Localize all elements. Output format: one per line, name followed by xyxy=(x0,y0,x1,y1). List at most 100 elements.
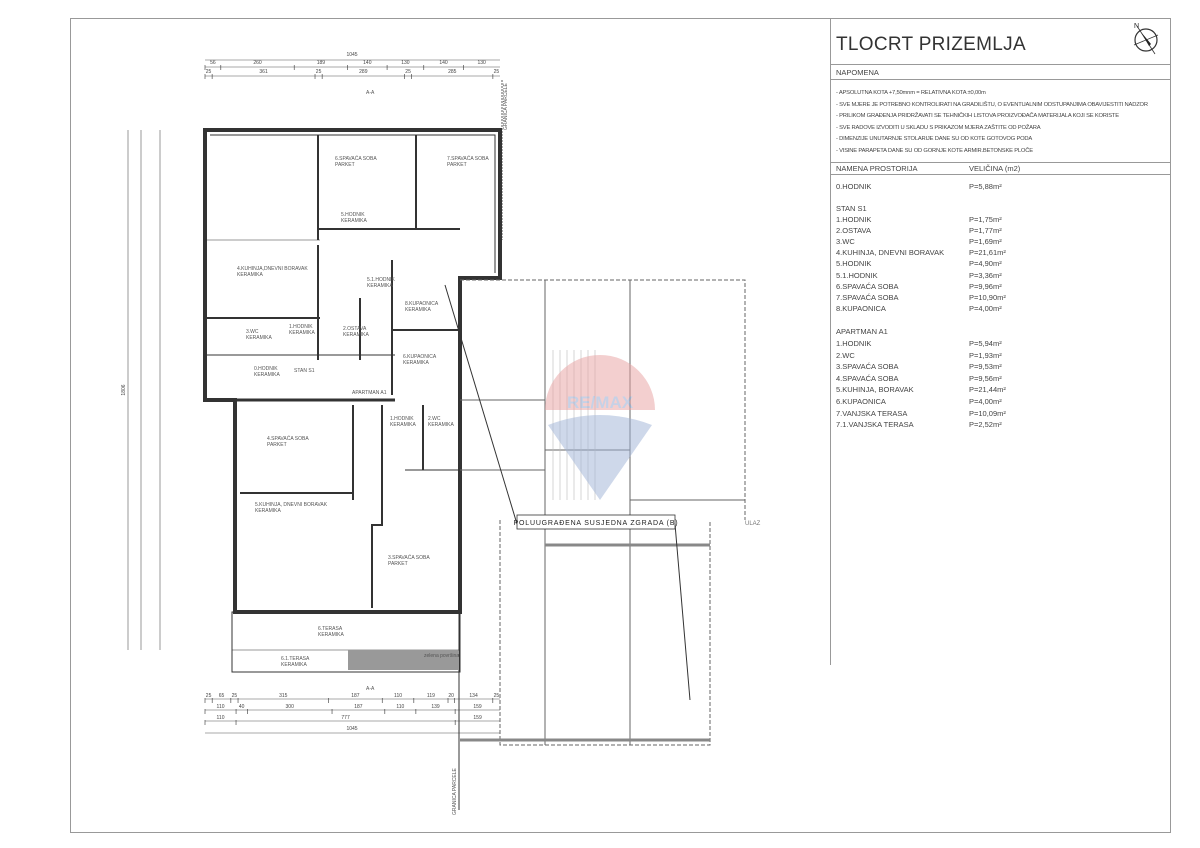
dimension-value: 361 xyxy=(259,69,268,75)
room-label: 6.SPAVAĆA SOBA xyxy=(335,155,377,162)
green-area-label: zelena površina xyxy=(424,653,459,659)
room-floor-material: KERAMIKA xyxy=(254,372,281,378)
room-row-name: 7.SPAVAĆA SOBA xyxy=(836,292,899,302)
room-row-name: 6.SPAVAĆA SOBA xyxy=(836,281,899,291)
col-size-header: VELIČINA (m2) xyxy=(969,164,1021,173)
room-row-area: P=1,69m² xyxy=(969,237,1002,247)
room-floor-material: KERAMIKA xyxy=(289,330,316,336)
room-label: 0.HODNIK xyxy=(254,366,278,372)
dimension-value: 25 xyxy=(316,69,322,75)
room-floor-material: PARKET xyxy=(388,561,408,567)
room-floor-material: KERAMIKA xyxy=(390,422,417,428)
sheet-frame xyxy=(70,18,1171,833)
boundary-label-bottom: GRANICA PARCELE xyxy=(452,767,458,815)
divider xyxy=(831,64,1170,65)
dimension-value: 65 xyxy=(219,693,225,699)
room-floor-material: KERAMIKA xyxy=(405,307,432,313)
dimension-value: 140 xyxy=(439,60,448,66)
dim-bottom-total: 1045 xyxy=(346,726,357,732)
dimension-value: 40 xyxy=(239,704,245,710)
notes-header: NAPOMENA xyxy=(836,68,879,77)
dimension-value: 134 xyxy=(469,693,478,699)
room-label: 6.TERASA xyxy=(318,626,343,632)
dimension-value: 25 xyxy=(494,693,500,699)
col-room-header: NAMENA PROSTORIJA xyxy=(836,164,918,173)
dimension-value: 139 xyxy=(431,704,440,710)
section-marker-bottom: A-A xyxy=(366,686,375,692)
room-row-name: 4.SPAVAĆA SOBA xyxy=(836,373,899,383)
north-label: N xyxy=(1134,23,1139,30)
dimension-value: 260 xyxy=(253,60,262,66)
dimension-value: 777 xyxy=(341,715,350,721)
apartman-a1-label: APARTMAN A1 xyxy=(352,390,387,396)
boundary-label-top: GRANICA PARCELE xyxy=(503,82,509,130)
room-row-name: 4.KUHINJA, DNEVNI BORAVAK xyxy=(836,248,945,258)
dimension-lines-bottom xyxy=(205,698,500,734)
room-row-area: P=9,56m² xyxy=(969,373,1002,383)
room-floor-material: PARKET xyxy=(447,162,467,168)
dimension-value: 289 xyxy=(359,69,368,75)
room-row-name: 5.HODNIK xyxy=(836,259,872,269)
dimension-value: 56 xyxy=(210,60,216,66)
room-floor-material: KERAMIKA xyxy=(255,508,282,514)
neighbor-building-box xyxy=(516,514,676,530)
note-line: - DIMENZIJE UNUTARNJE STOLARIJE DANE SU … xyxy=(836,136,1033,143)
dimension-lines-top xyxy=(205,59,500,77)
room-row-area: P=21,61m² xyxy=(969,248,1006,258)
note-line: - SVE MJERE JE POTREBNO KONTROLIRATI NA … xyxy=(836,101,1148,108)
room-row-name: 1.HODNIK xyxy=(836,215,872,224)
room-floor-material: PARKET xyxy=(267,442,287,448)
dimension-value: 25 xyxy=(206,69,212,75)
dim-top-total: 1045 xyxy=(346,52,357,58)
note-line: - PRILIKOM GRAĐENJA PRIDRŽAVATI SE TEHNI… xyxy=(836,113,1119,120)
dimension-value: 25 xyxy=(232,693,238,699)
room-row-name: 1.HODNIK xyxy=(836,339,872,348)
room-floor-material: KERAMIKA xyxy=(367,283,394,289)
room-label: 4.KUHINJA,DNEVNI BORAVAK xyxy=(237,266,308,272)
dimension-value: 300 xyxy=(286,704,295,710)
dimension-value: 110 xyxy=(217,715,225,721)
note-line: - SVE RADOVE IZVODITI U SKLADU S PRIKAZO… xyxy=(836,124,1041,131)
room-floor-material: KERAMIKA xyxy=(428,422,455,428)
room-floor-material: KERAMIKA xyxy=(281,662,308,668)
room-label: 5.KUHINJA, DNEVNI BORAVAK xyxy=(255,502,328,508)
room-row-name: 0.HODNIK xyxy=(836,182,872,191)
section-title-name: STAN S1 xyxy=(836,204,867,213)
dimension-value: 110 xyxy=(394,693,402,699)
room-label: 5.HODNIK xyxy=(341,212,365,218)
room-row-area: P=1,77m² xyxy=(969,226,1002,236)
room-label: 4.SPAVAĆA SOBA xyxy=(267,435,309,442)
room-label: 2.OSTAVA xyxy=(343,326,367,332)
room-row-area: P=1,93m² xyxy=(969,350,1002,360)
room-label: 3.WC xyxy=(246,329,259,335)
room-row-area: P=1,75m² xyxy=(969,215,1002,224)
room-row-area: P=5,94m² xyxy=(969,339,1002,348)
dimension-value: 25 xyxy=(206,693,212,699)
room-row-name: 2.OSTAVA xyxy=(836,226,872,236)
room-row-area: P=5,88m² xyxy=(969,182,1002,191)
dimension-value: 285 xyxy=(448,69,457,75)
section-title-name: APARTMAN A1 xyxy=(836,327,888,336)
dimension-value: 187 xyxy=(354,704,363,710)
room-row-area: P=3,36m² xyxy=(969,270,1002,280)
room-label: 2.WC xyxy=(428,416,441,422)
room-floor-material: KERAMIKA xyxy=(237,272,264,278)
dimension-value: 25 xyxy=(405,69,411,75)
room-label: 1.HODNIK xyxy=(289,324,313,330)
room-row-area: P=9,96m² xyxy=(969,281,1002,291)
room-label: 3.SPAVAĆA SOBA xyxy=(388,554,430,561)
watermark-text: RE/MAX xyxy=(567,393,634,412)
room-floor-material: KERAMIKA xyxy=(246,335,273,341)
dimension-lines-left xyxy=(127,130,161,650)
room-floor-material: KERAMIKA xyxy=(403,360,430,366)
room-row-area: P=21,44m² xyxy=(969,385,1006,395)
dimension-value: 130 xyxy=(477,60,486,66)
stan-s1-label: STAN S1 xyxy=(294,368,315,374)
remax-watermark-logo: RE/MAX xyxy=(545,355,655,500)
room-row-name: 5.KUHINJA, BORAVAK xyxy=(836,385,914,395)
dimension-value: 20 xyxy=(448,693,454,699)
